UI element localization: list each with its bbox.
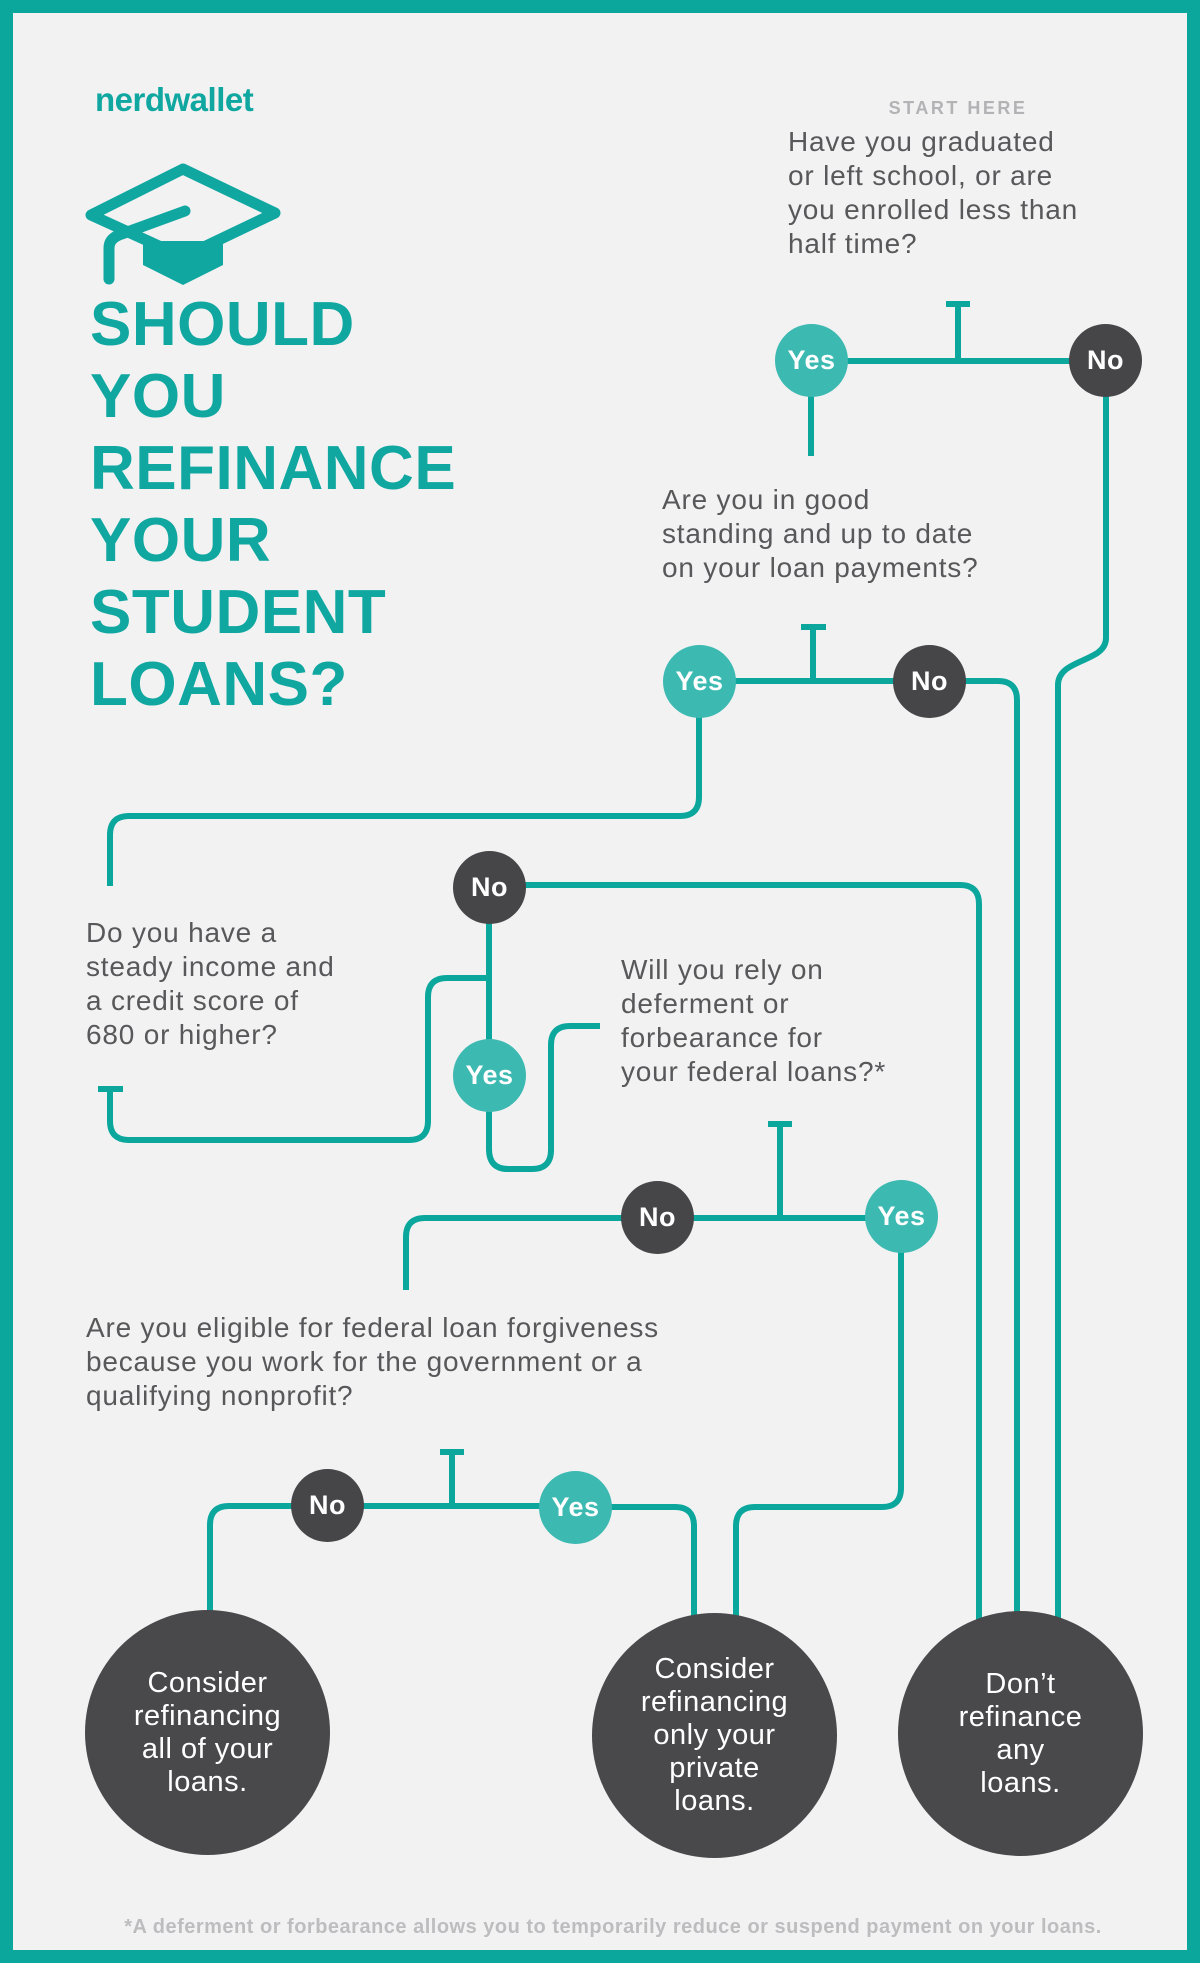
outcome-circle-dont-refinance: Don’t refinance any loans. xyxy=(898,1611,1143,1856)
q4-no-node: No xyxy=(621,1181,694,1254)
q2-no-node: No xyxy=(893,645,966,718)
question-4: Will you rely on deferment or forbearanc… xyxy=(621,954,887,1087)
q1-yes-node: Yes xyxy=(775,324,848,397)
q1-stub-line xyxy=(946,301,970,363)
outcome-circle-private-only: Consider refinancing only your private l… xyxy=(592,1613,837,1858)
q4-stub-line xyxy=(768,1121,792,1218)
footnote: *A deferment or forbearance allows you t… xyxy=(124,1916,1102,1938)
q4-yes-branch-line xyxy=(733,1218,904,1623)
question-3: Do you have a steady income and a credit… xyxy=(86,917,335,1050)
question-5: Are you eligible for federal loan forgiv… xyxy=(86,1312,659,1411)
q5-no-node: No xyxy=(291,1469,364,1542)
q5-stub-line xyxy=(440,1449,464,1506)
q4-yes-node: Yes xyxy=(865,1180,938,1253)
q2-stub-line xyxy=(801,624,826,681)
question-1: Have you graduated or left school, or ar… xyxy=(788,126,1078,259)
q3-yes-node: Yes xyxy=(453,1039,526,1112)
start-here-label: START HERE xyxy=(888,98,1028,118)
flowchart-connectors xyxy=(98,301,1109,1623)
q2-yes-node: Yes xyxy=(663,645,736,718)
q3-no-branch-line xyxy=(489,882,982,1623)
q2-yes-branch-line xyxy=(107,681,702,886)
q3-stub-line xyxy=(98,975,489,1143)
q3-yes-branch-line xyxy=(486,1023,600,1172)
q1-no-node: No xyxy=(1069,324,1142,397)
page-title: SHOULD YOU REFINANCE YOUR STUDENT LOANS? xyxy=(90,290,457,719)
question-2: Are you in good standing and up to date … xyxy=(662,484,979,583)
brand-logo: nerdwallet xyxy=(95,81,254,118)
outcome-circle-refinance-all: Consider refinancing all of your loans. xyxy=(85,1610,330,1855)
q3-no-node: No xyxy=(453,851,526,924)
q5-no-branch-line xyxy=(207,1503,328,1618)
q2-no-branch-line xyxy=(929,678,1020,1623)
q5-yes-branch-line xyxy=(576,1504,697,1623)
q5-yes-node: Yes xyxy=(539,1471,612,1544)
q1-no-branch-line xyxy=(1055,361,1109,1623)
q4-answer-line-and-no-branch xyxy=(403,1215,901,1290)
graduation-cap-icon xyxy=(85,163,281,285)
